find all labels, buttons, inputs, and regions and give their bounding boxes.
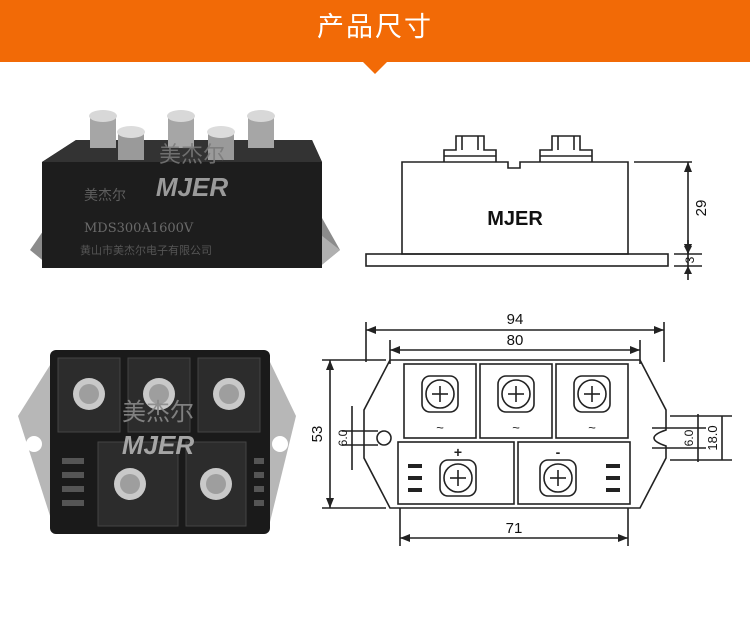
base-plate-outline [365, 253, 669, 267]
body-label-cn: 美杰尔 [84, 188, 126, 204]
watermark-en: MJER [156, 172, 228, 202]
dim-hole-label: 6.0 [336, 429, 350, 446]
terminal-symbols [421, 375, 611, 497]
top-outline-drawing: ~ ~ ~ + - 94 80 71 53 6.0 6.0 18.0 [309, 311, 732, 546]
terminal-screws [73, 378, 245, 500]
module-top-photo: 美杰尔 MJER [18, 350, 296, 534]
dim-overall-label: 94 [507, 311, 524, 328]
module-outline [363, 359, 667, 509]
model-label: MDS300A1600V [84, 221, 194, 236]
watermark-en: MJER [122, 430, 194, 460]
brand-label: MJER [487, 208, 543, 230]
header-notch [363, 62, 387, 74]
module-side-photo: 美杰尔 MJER 美杰尔 MDS300A1600V 黄山市美杰尔电子有限公司 [30, 110, 340, 268]
dim-base-label: 3 [683, 256, 697, 263]
header-banner [0, 0, 750, 62]
ac-symbol-3: ~ [588, 420, 596, 435]
dim-height-label: 53 [309, 426, 326, 443]
dim-height-label: 29 [693, 200, 710, 217]
dim-bottom-label: 71 [506, 520, 523, 537]
terminal-outline-left [443, 135, 497, 162]
maker-label: 黄山市美杰尔电子有限公司 [80, 243, 212, 257]
side-outline-drawing: MJER 29 3 [365, 135, 710, 280]
module-body [42, 140, 322, 268]
watermark-cn: 美杰尔 [122, 399, 194, 426]
plus-symbol: + [454, 444, 462, 460]
terminal-outline-right [539, 135, 593, 162]
dim-inner-label: 80 [507, 332, 524, 349]
watermark-cn: 美杰尔 [159, 142, 225, 167]
ac-symbol-2: ~ [512, 420, 520, 435]
screw-terminals [89, 110, 275, 160]
body-outline [401, 161, 629, 255]
page-title: 产品尺寸 [317, 12, 433, 43]
mount-hole-left [376, 430, 392, 446]
minus-symbol: - [556, 444, 561, 460]
dim-slot-label: 6.0 [682, 429, 696, 446]
dim-slot-pitch-label: 18.0 [705, 425, 720, 450]
ac-symbol-1: ~ [436, 420, 444, 435]
